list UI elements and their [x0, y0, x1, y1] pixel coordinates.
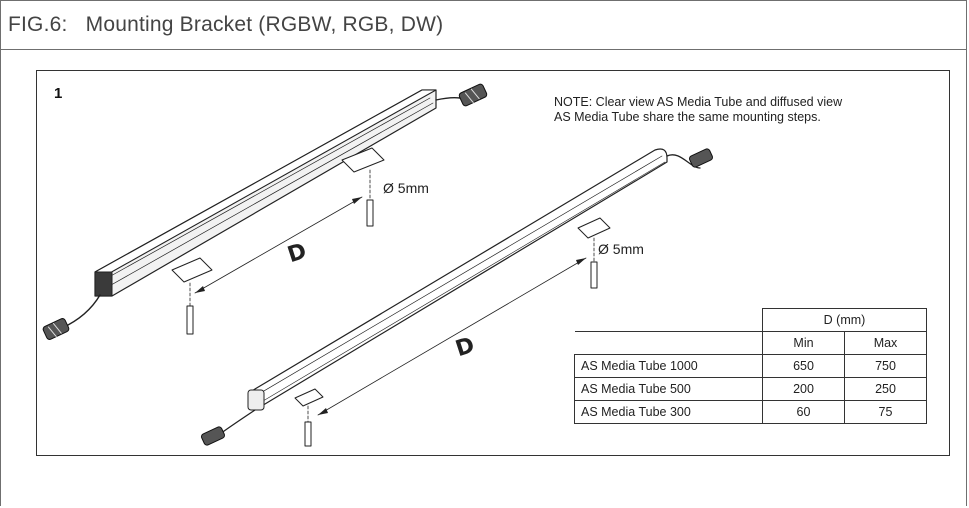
connector-icon	[688, 148, 714, 168]
connector-icon	[200, 426, 226, 446]
table-cell-max: 75	[844, 400, 927, 424]
table-row: AS Media Tube 500 200 250	[574, 377, 927, 401]
table-header-group: D (mm)	[762, 308, 927, 332]
table-cell-name: AS Media Tube 300	[574, 400, 763, 424]
round-tube-illustration	[200, 148, 714, 447]
connector-icon	[458, 83, 488, 107]
step-number: 1	[54, 85, 63, 102]
note-line-1: NOTE: Clear view AS Media Tube and diffu…	[554, 95, 843, 109]
table-cell-name: AS Media Tube 500	[574, 377, 763, 401]
table-cell-name: AS Media Tube 1000	[574, 354, 763, 378]
drawing-panel	[36, 70, 950, 456]
table-cell-max: 750	[844, 354, 927, 378]
table-row: AS Media Tube 300 60 75	[574, 400, 927, 424]
mounting-note: NOTE: Clear view AS Media Tube and diffu…	[554, 95, 842, 125]
table-cell-min: 650	[762, 354, 845, 378]
distance-spec-table: D (mm) Min Max AS Media Tube 1000 650 75…	[574, 308, 927, 424]
table-corner-cell	[574, 331, 763, 355]
table-cell-max: 250	[844, 377, 927, 401]
table-corner-cell	[574, 308, 763, 332]
table-row: AS Media Tube 1000 650 750	[574, 354, 927, 378]
table-subheader-row: Min Max	[574, 331, 927, 355]
table-cell-min: 200	[762, 377, 845, 401]
table-cell-min: 60	[762, 400, 845, 424]
title-divider	[0, 49, 967, 50]
screw-diameter-label-bottom: Ø 5mm	[598, 241, 644, 257]
figure-title: FIG.6: Mounting Bracket (RGBW, RGB, DW)	[8, 13, 444, 36]
connector-icon	[42, 318, 70, 340]
screw-diameter-label-top: Ø 5mm	[383, 180, 429, 196]
note-line-2: AS Media Tube share the same mounting st…	[554, 110, 821, 124]
table-header-row: D (mm)	[574, 308, 927, 332]
table-col-min: Min	[762, 331, 845, 355]
square-tube-illustration	[42, 83, 488, 340]
table-col-max: Max	[844, 331, 927, 355]
